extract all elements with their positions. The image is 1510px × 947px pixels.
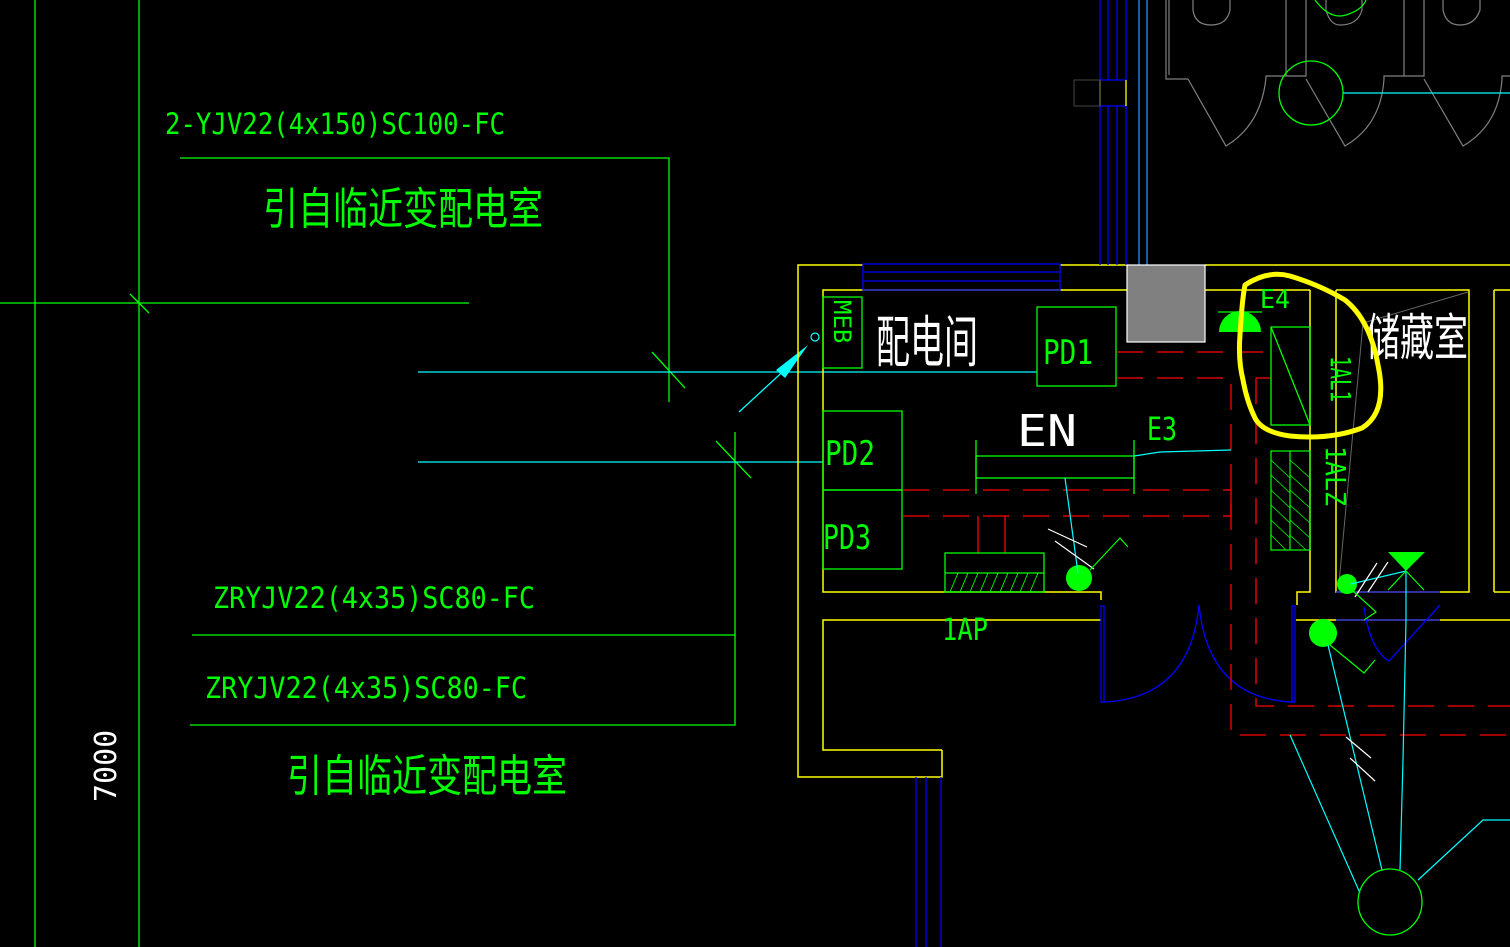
junction-cables — [1289, 619, 1510, 894]
fixture-light-top — [1314, 0, 1367, 17]
e4-label: E4 — [1260, 285, 1290, 315]
branch-feed-leaders — [190, 432, 752, 726]
column-marker — [1099, 80, 1127, 106]
ground-arrow-icon — [776, 345, 808, 378]
panel-pd1-label: PD1 — [1043, 333, 1093, 373]
column-outline — [1073, 79, 1101, 107]
panel-pd1[interactable] — [1036, 306, 1117, 387]
ground-terminal-icon — [810, 332, 820, 342]
en-label: EN — [1017, 406, 1077, 457]
panel-pd3[interactable] — [822, 489, 903, 570]
storage-leader-top — [1362, 291, 1469, 324]
corridor-light-icon — [1309, 619, 1337, 647]
light-fixture-icon — [1066, 565, 1092, 591]
panel-hatched-lines — [1270, 459, 1311, 551]
incoming-cables — [418, 364, 1037, 463]
1ap-label: 1AP — [942, 613, 988, 648]
exit-sign-icon — [1388, 552, 1425, 571]
main-source-label: 引自临近变配电室 — [263, 184, 543, 235]
windows — [862, 0, 1441, 947]
light-blue-pipes — [1138, 0, 1148, 265]
room-label-distribution: 配电间 — [876, 311, 978, 376]
storage-leader — [1338, 322, 1364, 584]
branch-feed-1-label: ZRYJV22(4x35)SC80-FC — [213, 581, 535, 615]
1al1-label: 1AL1 — [1324, 356, 1357, 402]
junction-box-icon[interactable] — [1357, 868, 1423, 936]
dimension-7000: 7000 — [89, 730, 124, 802]
e3-label: E3 — [1147, 410, 1177, 448]
panel-hatched[interactable] — [1270, 450, 1311, 551]
axis-lines — [0, 0, 469, 947]
panel-e4[interactable] — [1270, 326, 1311, 426]
walls — [797, 264, 1510, 778]
storage-light-icon — [1337, 574, 1357, 594]
branch-feed-2-label: ZRYJV22(4x35)SC80-FC — [205, 671, 527, 705]
meb-label: MEB — [828, 300, 856, 343]
toilet-fixtures — [1165, 0, 1510, 147]
storage-wiring — [1350, 561, 1425, 621]
switch-symbol — [1047, 528, 1129, 571]
main-feed-leader — [180, 157, 686, 402]
panel-pd2-label: PD2 — [825, 434, 875, 474]
markup-highlight-circle[interactable] — [1236, 271, 1384, 440]
fixture-light-circle — [1278, 60, 1344, 126]
e3-cable — [1133, 449, 1232, 457]
main-feed-label: 2-YJV22(4x150)SC100-FC — [165, 107, 505, 141]
1alz-label: 1ALZ — [1319, 446, 1352, 506]
cable-trays — [903, 351, 1510, 736]
meb-box[interactable] — [822, 296, 863, 369]
en-busbar[interactable] — [975, 440, 1135, 494]
1ap-hatch — [949, 572, 1039, 593]
light-cable — [1064, 477, 1079, 574]
shaft-block — [1126, 264, 1206, 343]
junction-cable-ticks — [1345, 736, 1376, 782]
branch-source-label: 引自临近变配电室 — [287, 751, 567, 802]
panel-1ap[interactable] — [944, 552, 1045, 593]
corridor-switch — [1329, 644, 1376, 674]
tray-drops — [977, 377, 1270, 553]
room-label-storage: 储藏室 — [1366, 309, 1468, 367]
panel-pd3-label: PD3 — [823, 518, 871, 558]
